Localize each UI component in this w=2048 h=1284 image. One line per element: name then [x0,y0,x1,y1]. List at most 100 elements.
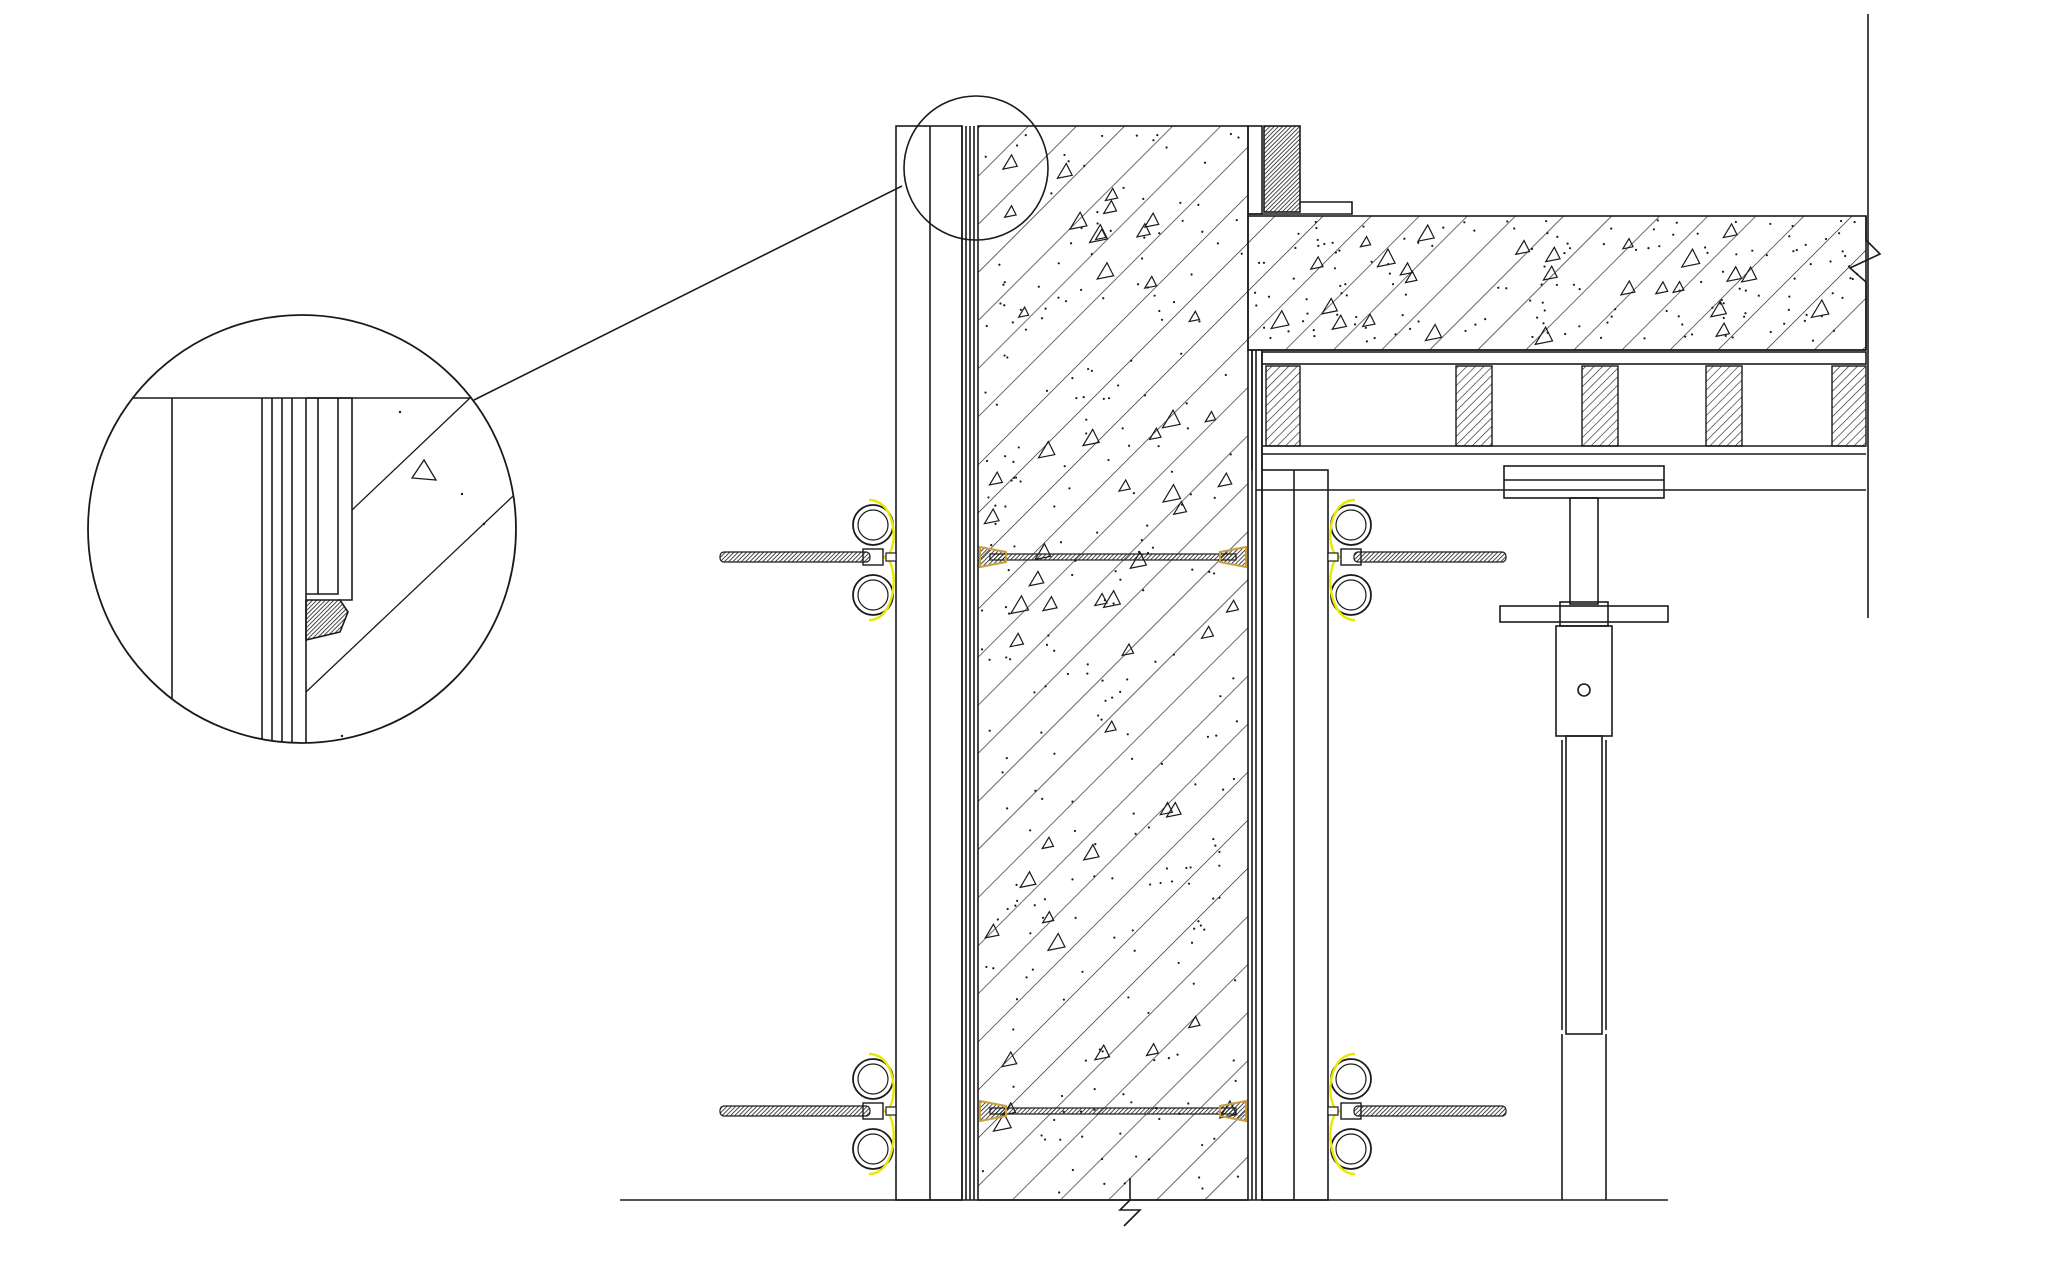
aggregate-dot [1791,224,1794,228]
aggregate-dot [1656,219,1659,222]
aggregate-dot [1269,336,1272,340]
aggregate-dot [1672,233,1675,236]
aggregate-dot [1564,332,1567,336]
aggregate-dot [998,263,1001,266]
aggregate-dot [1085,418,1088,421]
aggregate-triangle [1120,642,1135,657]
aggregate-dot [1181,219,1184,222]
aggregate-dot [1160,318,1164,321]
aggregate-dot [1015,144,1019,147]
aggregate-dot [1543,309,1546,312]
aggregate-dot [1126,678,1129,681]
aggregate-dot [1006,907,1009,911]
aggregate-dot [1201,230,1204,233]
aggregate-dot [1216,242,1219,245]
tie-cone [1219,545,1247,569]
aggregate-dot [1090,253,1093,256]
aggregate-dot [1546,331,1549,334]
aggregate-dot [1614,308,1617,311]
aggregate-dot [1237,136,1240,139]
aggregate-dot [1566,242,1569,245]
aggregate-dot [1844,254,1847,258]
aggregate-dot [1096,222,1099,225]
aggregate-dot [1463,221,1466,224]
aggregate-dot [1029,932,1032,935]
tie-cone [979,545,1007,569]
aggregate-dot [1156,133,1159,137]
aggregate-triangle [1361,312,1376,328]
aggregate-dot [1071,878,1074,881]
aggregate-triangle [1320,297,1339,315]
aggregate-dot [1235,720,1238,723]
waler-tube-inner [1335,579,1367,611]
aggregate-dot [1218,850,1221,854]
aggregate-dot [1101,1050,1104,1053]
waler-tube-inner [857,579,889,611]
aggregate-dot [1473,229,1476,232]
aggregate-triangle [1096,261,1115,280]
aggregate-dot [1005,756,1008,760]
aggregate-dot [1215,734,1218,737]
wall-formwork-outer [895,125,975,1201]
aggregate-dot [1040,317,1044,320]
aggregate-triangle [1037,440,1056,459]
aggregate-triangle [1200,625,1215,640]
aggregate-dot [1704,246,1707,249]
aggregate-dot [1067,160,1070,163]
aggregate-dot [1599,336,1603,339]
concrete-slab [1247,215,1882,351]
aggregate-dot [1031,968,1034,971]
aggregate-dot [1578,325,1581,328]
tie-nut [1327,1106,1339,1116]
aggregate-dot [1158,309,1161,313]
aggregate-dot [1147,1011,1150,1015]
aggregate-dot [1401,313,1404,317]
aggregate-triangle [1544,246,1561,263]
aggregate-dot [1262,261,1266,264]
aggregate-dot [1809,262,1812,266]
aggregate-dot [1331,241,1334,244]
aggregate-dot [1103,1182,1106,1185]
aggregate-triangle [1103,719,1117,733]
aggregate-dot [1542,322,1545,325]
aggregate-dot [1024,328,1028,331]
aggregate-dot [985,965,988,969]
aggregate-dot [1233,979,1237,982]
aggregate-dot [1306,312,1309,315]
aggregate-dot [1370,260,1373,263]
aggregate-dot [1059,541,1063,544]
aggregate-dot [1678,289,1681,292]
aggregate-dot [1146,524,1149,527]
aggregate-dot [1734,220,1737,224]
aggregate-dot [1240,252,1243,255]
aggregate-dot [1804,243,1807,246]
aggregate-dot [1853,220,1856,224]
aggregate-dot [1057,262,1060,265]
aggregate-dot [1096,531,1099,534]
aggregate-triangle [983,507,1000,525]
aggregate-dot [1255,304,1258,307]
aggregate-dot [1578,287,1581,291]
aggregate-dot [1074,916,1077,919]
aggregate-dot [1212,837,1215,841]
aggregate-dot [1068,487,1071,490]
aggregate-dot [1025,976,1028,979]
aggregate-dot [1201,1143,1204,1147]
aggregate-dot [1711,306,1714,309]
aggregate-dot [1254,291,1257,294]
aggregate-dot [1851,277,1854,281]
aggregate-dot [1744,289,1747,292]
aggregate-triangle [1041,595,1058,612]
aggregate-dot [1143,236,1146,239]
aggregate-dot [1096,211,1099,214]
tie-cone [979,1099,1007,1123]
aggregate-dot [1198,320,1201,323]
aggregate-triangle [1619,279,1636,296]
aggregate-dot [1190,273,1193,276]
aggregate-dot [1652,228,1655,231]
aggregate-dot [1122,186,1125,189]
aggregate-dot [1179,201,1182,204]
ground-line [620,1178,1668,1227]
tie-rod-through-wall [989,553,1237,561]
aggregate-dot [1165,867,1169,870]
